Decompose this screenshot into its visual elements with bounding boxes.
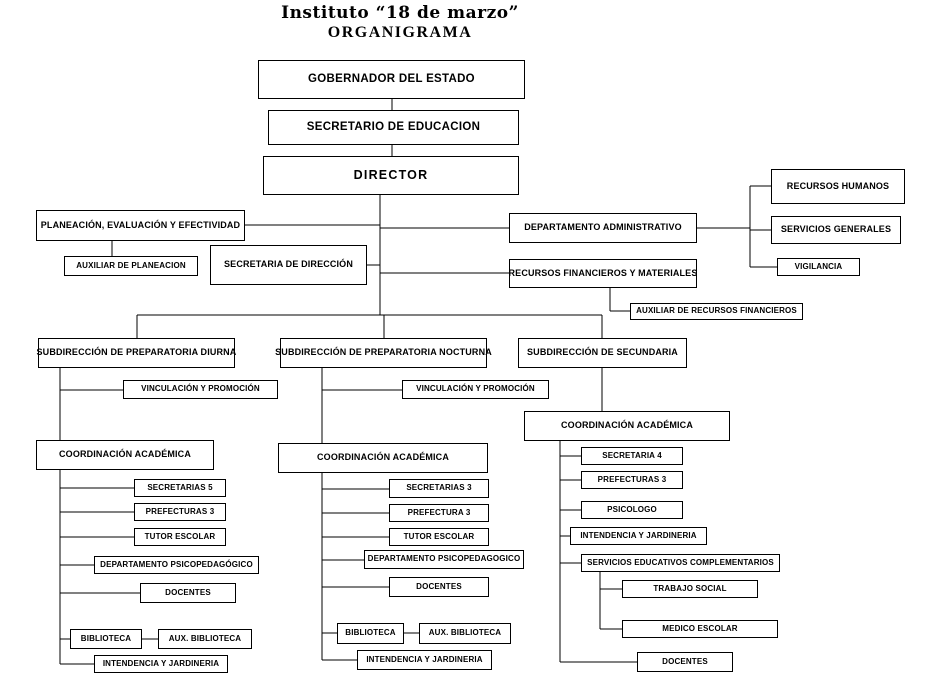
- node-auxiliar-recursos-financieros: AUXILIAR DE RECURSOS FINANCIEROS: [630, 303, 803, 320]
- node-subdireccion-secundaria: SUBDIRECCIÓN DE SECUNDARIA: [518, 338, 687, 368]
- node-gobernador: GOBERNADOR DEL ESTADO: [258, 60, 525, 99]
- node-nocturna-psicopedagogico: DEPARTAMENTO PSICOPEDAGOGICO: [364, 550, 524, 569]
- node-secretario-educacion: SECRETARIO DE EDUCACION: [268, 110, 519, 145]
- node-subdireccion-nocturna: SUBDIRECCIÓN DE PREPARATORIA NOCTURNA: [275, 338, 492, 368]
- node-diurna-aux-biblioteca: AUX. BIBLIOTECA: [158, 629, 252, 649]
- node-diurna-intendencia: INTENDENCIA Y JARDINERIA: [94, 655, 228, 673]
- diagram-title: ORGANIGRAMA: [327, 24, 473, 41]
- node-nocturna-biblioteca: BIBLIOTECA: [337, 623, 404, 644]
- node-secretaria-direccion: SECRETARIA DE DIRECCIÓN: [210, 245, 367, 285]
- node-diurna-secretarias: SECRETARIAS 5: [134, 479, 226, 497]
- node-diurna-tutor-escolar: TUTOR ESCOLAR: [134, 528, 226, 546]
- diagram-header: Instituto “18 de marzo” ORGANIGRAMA: [150, 3, 650, 42]
- node-secundaria-psicologo: PSICOLOGO: [581, 501, 683, 519]
- node-servicios-generales: SERVICIOS GENERALES: [771, 216, 901, 244]
- node-diurna-docentes: DOCENTES: [140, 583, 236, 603]
- node-auxiliar-planeacion: AUXILIAR DE PLANEACION: [64, 256, 198, 276]
- node-director: DIRECTOR: [263, 156, 519, 195]
- node-recursos-financieros: RECURSOS FINANCIEROS Y MATERIALES: [509, 259, 697, 288]
- node-diurna-prefecturas: PREFECTURAS 3: [134, 503, 226, 521]
- node-secundaria-secretaria: SECRETARIA 4: [581, 447, 683, 465]
- node-secundaria-medico-escolar: MEDICO ESCOLAR: [622, 620, 778, 638]
- node-nocturna-docentes: DOCENTES: [389, 577, 489, 597]
- node-secundaria-intendencia: INTENDENCIA Y JARDINERIA: [570, 527, 707, 545]
- node-vinculacion-nocturna: VINCULACIÓN Y PROMOCIÓN: [402, 380, 549, 399]
- node-vinculacion-diurna: VINCULACIÓN Y PROMOCIÓN: [123, 380, 278, 399]
- node-recursos-humanos: RECURSOS HUMANOS: [771, 169, 905, 204]
- node-nocturna-secretarias: SECRETARIAS 3: [389, 479, 489, 498]
- node-secundaria-prefecturas: PREFECTURAS 3: [581, 471, 683, 489]
- node-coordinacion-diurna: COORDINACIÓN ACADÉMICA: [36, 440, 214, 470]
- node-secundaria-docentes: DOCENTES: [637, 652, 733, 672]
- node-departamento-administrativo: DEPARTAMENTO ADMINISTRATIVO: [509, 213, 697, 243]
- node-coordinacion-nocturna: COORDINACIÓN ACADÉMICA: [278, 443, 488, 473]
- node-diurna-psicopedagogico: DEPARTAMENTO PSICOPEDAGÓGICO: [94, 556, 259, 574]
- node-coordinacion-secundaria: COORDINACIÓN ACADÉMICA: [524, 411, 730, 441]
- node-vigilancia: VIGILANCIA: [777, 258, 860, 276]
- node-nocturna-aux-biblioteca: AUX. BIBLIOTECA: [419, 623, 511, 644]
- node-planeacion: PLANEACIÓN, EVALUACIÓN Y EFECTIVIDAD: [36, 210, 245, 241]
- node-secundaria-trabajo-social: TRABAJO SOCIAL: [622, 580, 758, 598]
- institute-name: Instituto “18 de marzo”: [281, 3, 519, 23]
- node-diurna-biblioteca: BIBLIOTECA: [70, 629, 142, 649]
- node-nocturna-prefectura: PREFECTURA 3: [389, 504, 489, 522]
- node-subdireccion-diurna: SUBDIRECCIÓN DE PREPARATORIA DIURNA: [37, 338, 236, 368]
- node-nocturna-intendencia: INTENDENCIA Y JARDINERIA: [357, 650, 492, 670]
- node-secundaria-servicios-educativos: SERVICIOS EDUCATIVOS COMPLEMENTARIOS: [581, 554, 780, 572]
- node-nocturna-tutor-escolar: TUTOR ESCOLAR: [389, 528, 489, 546]
